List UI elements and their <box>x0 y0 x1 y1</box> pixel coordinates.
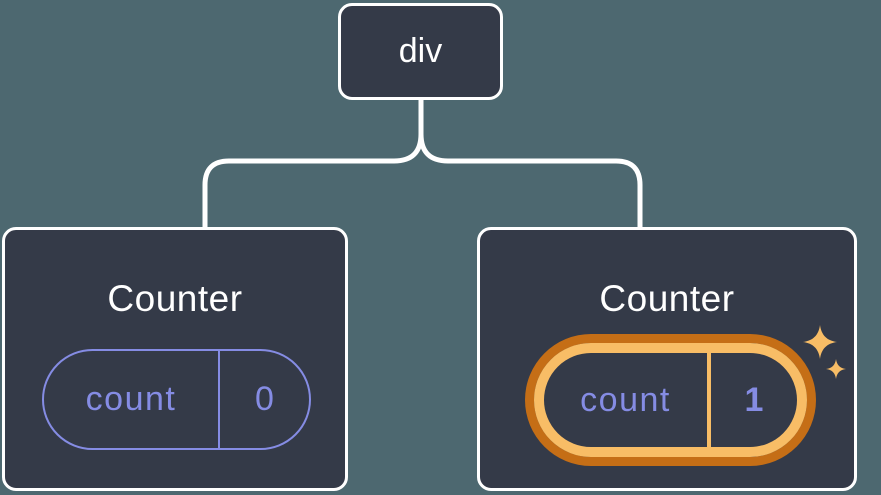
state-value: 1 <box>744 380 764 419</box>
connector-right-branch <box>418 97 643 232</box>
state-pill-highlighted: count 1 <box>534 343 807 457</box>
counter-title: Counter <box>107 278 243 319</box>
sparkle-small-icon <box>826 359 846 379</box>
sparkles-icon <box>803 325 846 379</box>
state-key-label: count <box>44 351 220 448</box>
sparkle-large-icon <box>803 325 837 359</box>
connector-left-branch <box>202 97 424 232</box>
counter-card-right: Counter count 1 <box>477 227 857 491</box>
counter-card-left: Counter count 0 <box>2 227 348 491</box>
counter-title: Counter <box>599 278 735 319</box>
state-value: 0 <box>255 380 274 418</box>
state-pill: count 0 <box>42 349 311 450</box>
state-key-label: count <box>544 353 711 447</box>
root-node-div: div <box>338 3 503 100</box>
root-node-label: div <box>398 32 443 70</box>
